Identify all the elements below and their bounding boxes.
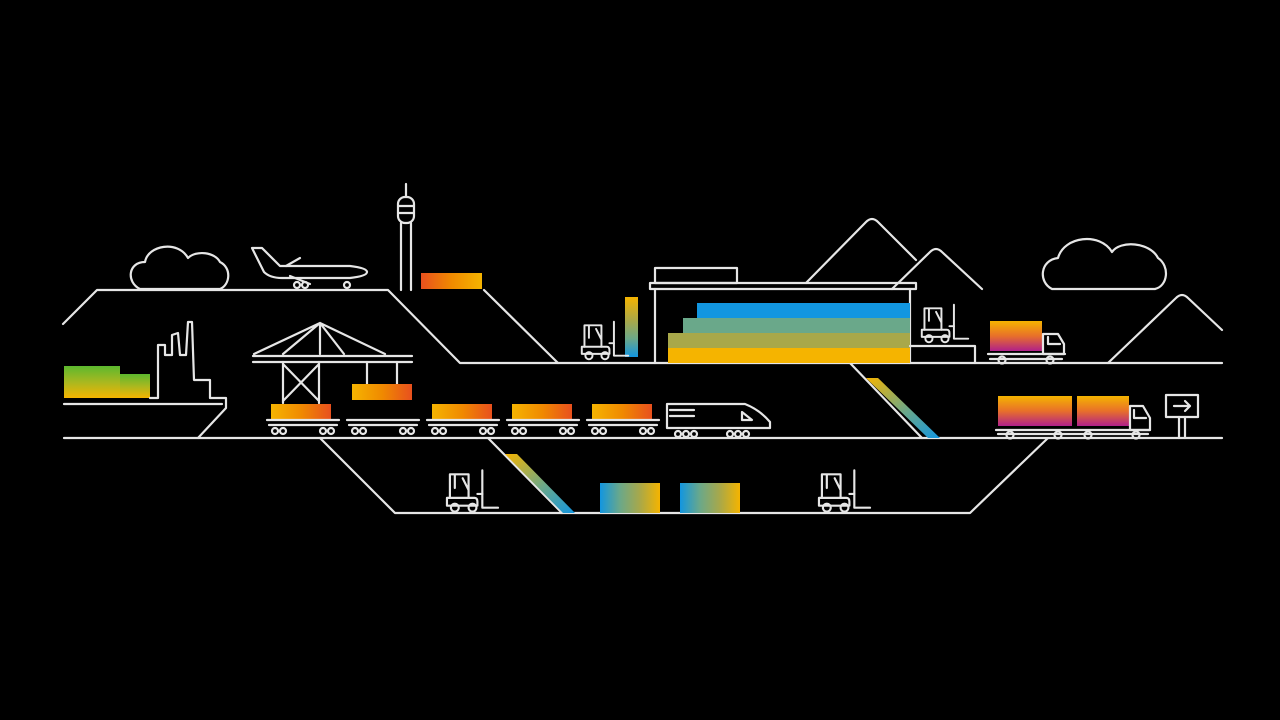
upper-level-line [61, 288, 1224, 365]
upper-ramp-line [482, 288, 560, 365]
cloud-icon [1041, 238, 1167, 291]
crane-icon [251, 321, 414, 405]
truck-icon [994, 396, 1152, 440]
direction-sign-icon [1164, 393, 1200, 440]
mountain-icon [1106, 293, 1224, 365]
air-cargo-container [421, 273, 482, 289]
forklift-icon [580, 320, 630, 361]
cloud-icon [129, 245, 230, 291]
hanging-container [352, 384, 412, 400]
control-tower-icon [396, 182, 416, 292]
ground-container [600, 483, 660, 513]
lower-ramp-line [486, 436, 564, 515]
ramp-conveyor [505, 454, 575, 513]
pallet-stack [625, 297, 638, 357]
ship-icon [62, 320, 228, 440]
ground-container [680, 483, 740, 513]
forklift-icon [817, 469, 872, 513]
train-icon [665, 402, 772, 439]
ramp-conveyor [866, 378, 940, 438]
mountain-icon [804, 217, 918, 285]
ship-cargo [64, 366, 120, 398]
train-container [271, 404, 331, 420]
forklift-icon [445, 469, 500, 513]
airplane-icon [250, 246, 369, 290]
mountain-icon [890, 247, 984, 291]
warehouse-icon [648, 266, 918, 365]
forklift-icon [920, 303, 970, 344]
ship-cargo [120, 374, 150, 398]
train-container [432, 404, 492, 420]
mid-ramp-line [848, 361, 924, 440]
loading-platform [908, 344, 977, 365]
truck-icon [986, 321, 1067, 365]
train-container [592, 404, 652, 420]
train-container [512, 404, 572, 420]
freight-train [265, 404, 661, 436]
